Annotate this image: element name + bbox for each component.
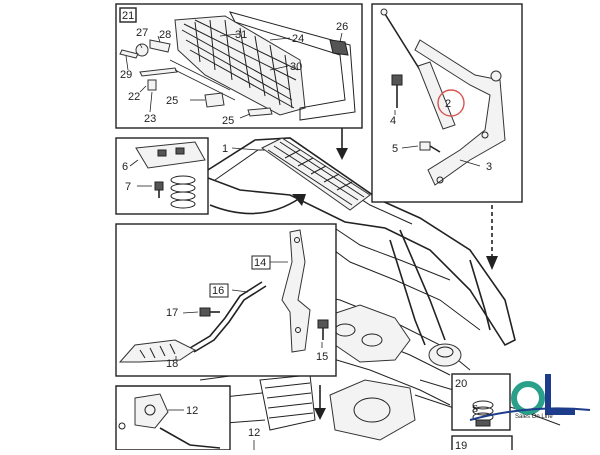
label-5: 5 bbox=[392, 143, 398, 155]
label-3: 3 bbox=[486, 161, 492, 173]
label-7: 7 bbox=[125, 181, 131, 193]
label-23: 23 bbox=[144, 113, 156, 125]
highlight-circle bbox=[437, 89, 465, 117]
label-12b: 12 bbox=[248, 427, 260, 439]
box-20: 20 bbox=[451, 373, 511, 431]
label-6: 6 bbox=[122, 161, 128, 173]
label-16: 16 bbox=[212, 285, 224, 297]
label-15: 15 bbox=[316, 351, 328, 363]
arrow-latch-to-hood bbox=[209, 194, 306, 215]
label-17: 17 bbox=[166, 307, 178, 319]
label-25b: 25 bbox=[222, 115, 234, 127]
box-19: 19 bbox=[451, 435, 513, 455]
label-14: 14 bbox=[254, 257, 266, 269]
label-1: 1 bbox=[222, 143, 228, 155]
svg-text:S: S bbox=[472, 403, 478, 415]
sol-logo: S Sales On Line bbox=[469, 374, 591, 421]
label-4: 4 bbox=[390, 115, 396, 127]
label-24: 24 bbox=[292, 33, 304, 45]
label-2: 2 bbox=[445, 98, 451, 110]
box-21-grille-parts: 21 31 24 26 30 bbox=[115, 3, 363, 129]
box-latch-cover: 6 7 bbox=[115, 137, 209, 215]
arrow-box21-to-hood bbox=[336, 128, 348, 160]
label-25a: 25 bbox=[166, 95, 178, 107]
box-release-handle: 14 16 17 15 18 bbox=[115, 223, 337, 377]
label-31: 31 bbox=[235, 29, 247, 41]
label-21: 21 bbox=[122, 10, 134, 22]
label-12a: 12 bbox=[186, 405, 198, 417]
logo-tagline: Sales On Line bbox=[515, 414, 553, 420]
label-26: 26 bbox=[336, 21, 348, 33]
label-22: 22 bbox=[128, 91, 140, 103]
arrow-to-latch bbox=[314, 385, 326, 420]
label-27: 27 bbox=[136, 27, 148, 39]
label-29: 29 bbox=[120, 69, 132, 81]
label-20: 20 bbox=[455, 378, 467, 390]
label-19: 19 bbox=[455, 440, 467, 450]
label-30: 30 bbox=[290, 61, 302, 73]
hood-grille bbox=[261, 137, 371, 211]
box-strut-parts: 2 4 5 3 bbox=[371, 3, 523, 203]
box-latch-12: 12 bbox=[115, 385, 231, 451]
label-28: 28 bbox=[159, 29, 171, 41]
arrow-strut-box-down bbox=[486, 205, 498, 270]
label-18: 18 bbox=[166, 358, 178, 370]
